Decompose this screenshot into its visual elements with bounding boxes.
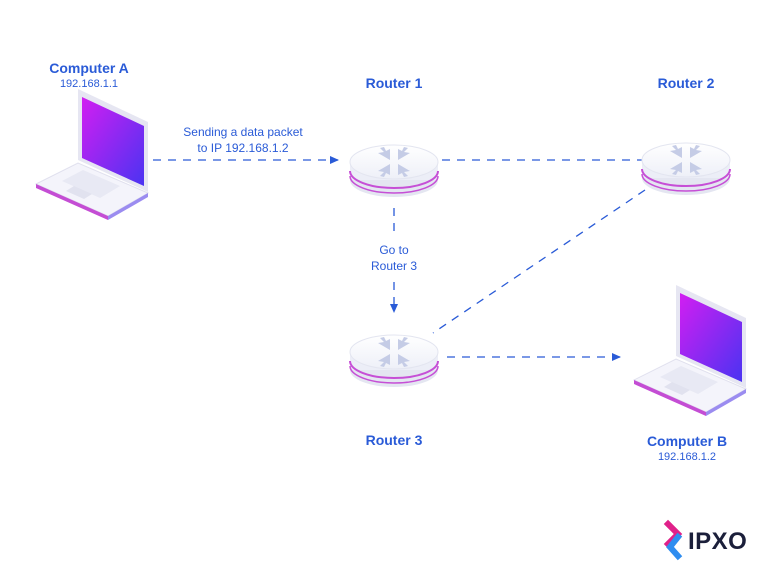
computer-b-label: Computer B [646, 433, 728, 449]
link-router-2-router-3 [432, 189, 646, 334]
send-annotation-line-2: to IP 192.168.1.2 [197, 141, 289, 155]
computer-a-label: Computer A [49, 60, 129, 76]
laptop-icon-computer-a [34, 89, 150, 220]
router-icon-router-1 [349, 144, 439, 197]
router-icon-router-2 [641, 142, 731, 195]
send-annotation-line-1: Sending a data packet [183, 125, 303, 139]
router-3-label: Router 3 [365, 432, 423, 448]
computer-b-ip: 192.168.1.2 [657, 451, 717, 463]
router-2-label: Router 2 [657, 75, 715, 91]
router-1-label: Router 1 [365, 75, 423, 91]
computer-a-ip: 192.168.1.1 [59, 78, 119, 90]
goto-annotation-line-1: Go to [379, 243, 409, 257]
laptop-icon-computer-b [632, 285, 748, 416]
goto-annotation-line-2: Router 3 [370, 259, 418, 273]
router-icon-router-3 [349, 334, 439, 387]
ipxo-logo-text: IPXO [688, 528, 748, 555]
ipxo-logo-icon [663, 519, 683, 561]
